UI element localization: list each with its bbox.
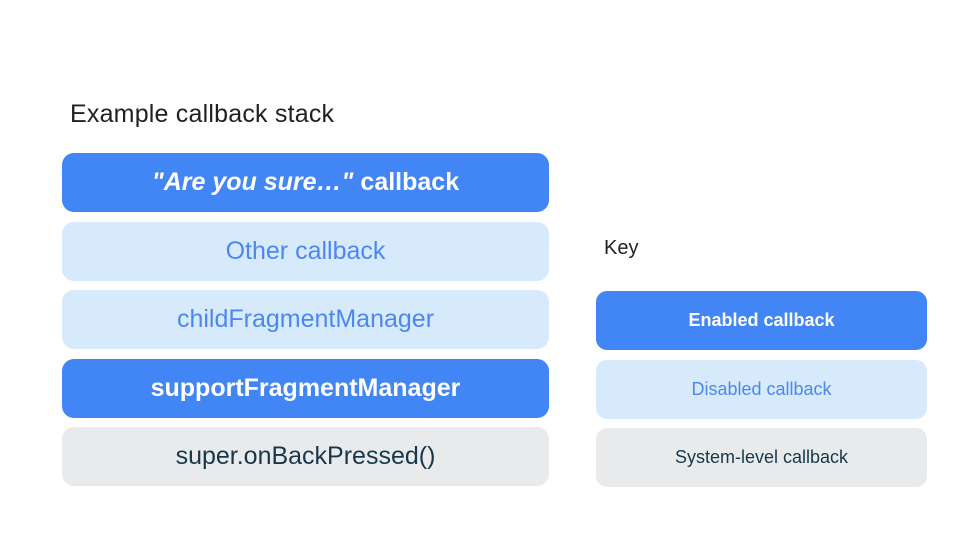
key-heading: Key xyxy=(604,237,639,259)
key-item-system-level-callback: System-level callback xyxy=(596,428,927,487)
stack-bar-child-fragment-manager: childFragmentManager xyxy=(62,290,549,349)
key-legend: Enabled callback Disabled callback Syste… xyxy=(596,291,927,487)
stack-bar-label-italic: "Are you sure…" xyxy=(151,168,354,196)
stack-bar-label-rest: callback xyxy=(360,168,460,196)
key-item-enabled-callback: Enabled callback xyxy=(596,291,927,350)
stack-bar-are-you-sure-callback: "Are you sure…" callback xyxy=(62,153,549,212)
stack-bar-support-fragment-manager: supportFragmentManager xyxy=(62,359,549,418)
stack-bar-super-onbackpressed: super.onBackPressed() xyxy=(62,427,549,486)
stack-bar-other-callback: Other callback xyxy=(62,222,549,281)
key-item-disabled-callback: Disabled callback xyxy=(596,360,927,419)
callback-stack: "Are you sure…" callback Other callback … xyxy=(62,153,549,486)
diagram-title: Example callback stack xyxy=(70,100,335,128)
